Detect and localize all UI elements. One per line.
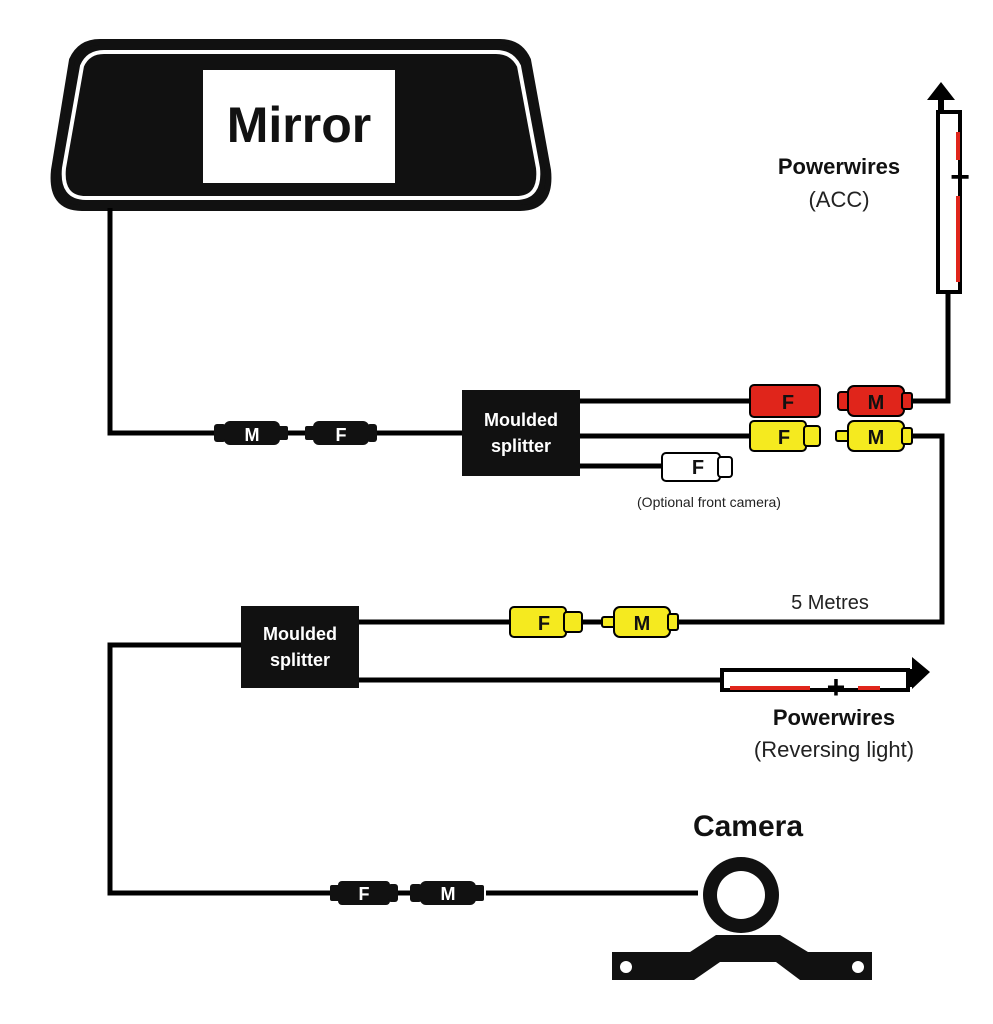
acc-power-subtitle: (ACC) bbox=[808, 187, 869, 212]
mirror-unit: Mirror bbox=[50, 39, 552, 211]
moulded-splitter-top: Moulded splitter bbox=[462, 390, 580, 476]
connector-yellow-m-mid: M bbox=[601, 606, 679, 638]
connector-yellow-f-mid: F bbox=[509, 606, 583, 638]
reversing-power-subtitle: (Reversing light) bbox=[754, 737, 914, 762]
connector-mirror-f: F bbox=[305, 421, 377, 445]
connector-camera-f-label: F bbox=[359, 884, 370, 904]
connector-red-m: M bbox=[837, 385, 913, 417]
connector-camera-m: M bbox=[410, 881, 484, 905]
connector-yellow-f-top-label: F bbox=[778, 427, 790, 449]
connector-camera-f: F bbox=[330, 881, 398, 905]
connector-yellow-f-mid-label: F bbox=[538, 613, 550, 635]
camera-icon bbox=[612, 857, 872, 980]
camera-label: Camera bbox=[693, 810, 803, 843]
connector-white-f: F bbox=[661, 452, 733, 482]
connector-red-f: F bbox=[749, 384, 821, 418]
connector-red-f-label: F bbox=[782, 392, 794, 414]
connector-yellow-f-top: F bbox=[749, 420, 821, 452]
wires bbox=[107, 208, 951, 896]
connector-camera-m-label: M bbox=[441, 884, 456, 904]
splitter-top-line1: Moulded bbox=[484, 410, 558, 430]
connector-mirror-f-label: F bbox=[336, 425, 347, 445]
connector-yellow-m-top-label: M bbox=[868, 427, 885, 449]
cable-length-label: 5 Metres bbox=[791, 592, 869, 614]
connector-yellow-m-top: M bbox=[835, 420, 913, 452]
connector-red-m-label: M bbox=[868, 392, 885, 414]
splitter-bottom-line1: Moulded bbox=[263, 624, 337, 644]
splitter-top-line2: splitter bbox=[491, 436, 551, 456]
acc-power-lead: + bbox=[927, 82, 970, 294]
reversing-power-lead: + bbox=[720, 657, 930, 705]
splitter-bottom-line2: splitter bbox=[270, 650, 330, 670]
connector-white-f-label: F bbox=[692, 457, 704, 479]
acc-plus-sign: + bbox=[950, 158, 970, 196]
moulded-splitter-bottom: Moulded splitter bbox=[241, 606, 359, 688]
reversing-power-title: Powerwires bbox=[773, 705, 895, 730]
connector-mirror-m: M bbox=[214, 421, 288, 445]
connector-yellow-m-mid-label: M bbox=[634, 613, 651, 635]
reversing-plus-sign: + bbox=[827, 669, 846, 705]
mirror-label: Mirror bbox=[227, 97, 371, 153]
acc-power-title: Powerwires bbox=[778, 154, 900, 179]
optional-front-camera-label: (Optional front camera) bbox=[637, 494, 781, 510]
connector-mirror-m-label: M bbox=[245, 425, 260, 445]
